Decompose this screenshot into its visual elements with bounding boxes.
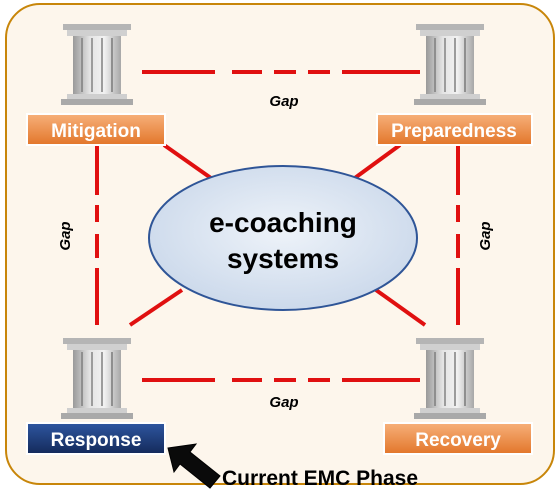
phase-label-preparedness: Preparedness <box>391 121 517 142</box>
e-coaching-ellipse <box>148 165 418 311</box>
gap-label-top: Gap <box>269 93 298 110</box>
gap-label-bottom: Gap <box>269 394 298 411</box>
current-phase-annotation: Current EMC Phase <box>222 467 418 490</box>
gap-label-left: Gap <box>57 221 74 250</box>
phase-box-preparedness: Preparedness <box>376 113 533 146</box>
phase-label-mitigation: Mitigation <box>51 121 141 142</box>
phase-box-response: Response <box>26 422 166 455</box>
phase-label-recovery: Recovery <box>415 430 501 451</box>
phase-label-response: Response <box>51 430 142 451</box>
center-title-line1: e-coaching <box>209 207 357 238</box>
phase-box-mitigation: Mitigation <box>26 113 166 146</box>
current-phase-arrow-icon <box>167 443 221 489</box>
gap-label-right: Gap <box>477 221 494 250</box>
center-title-line2: systems <box>227 243 339 274</box>
phase-box-recovery: Recovery <box>383 422 533 455</box>
